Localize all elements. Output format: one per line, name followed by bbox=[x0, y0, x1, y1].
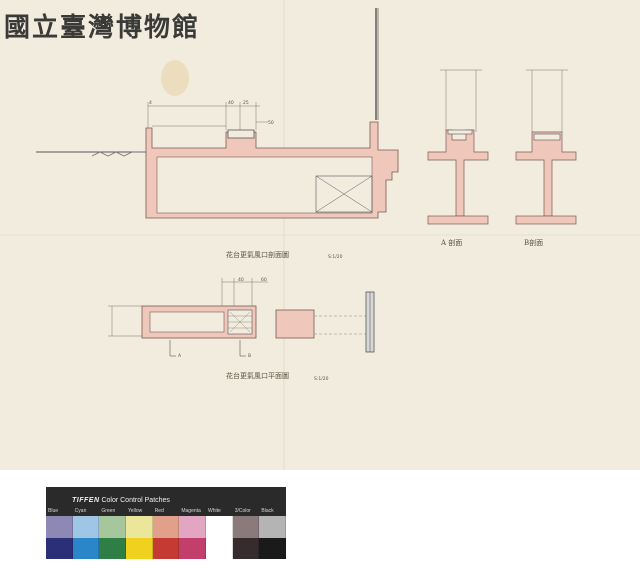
color-patch bbox=[99, 516, 126, 538]
color-patch-grid bbox=[46, 516, 286, 559]
color-patch bbox=[259, 537, 286, 559]
color-patch bbox=[232, 516, 260, 538]
patch-name-label: Cyan bbox=[74, 508, 87, 514]
section-caption: 花台更氣風口剖面圖 bbox=[226, 250, 289, 259]
paper-stain bbox=[161, 60, 189, 96]
museum-stamp: 國立臺灣博物館 bbox=[4, 12, 200, 43]
patch-name-label: White bbox=[208, 508, 221, 514]
color-patch bbox=[125, 537, 153, 559]
color-patch bbox=[125, 516, 153, 538]
plan-scale: S:1/20 bbox=[314, 376, 329, 382]
color-patch bbox=[179, 516, 206, 538]
patch-name-label: Magenta bbox=[181, 508, 201, 514]
patch-name-label: Green bbox=[101, 508, 116, 514]
patch-name-label: Red bbox=[154, 508, 164, 514]
color-patch bbox=[152, 516, 180, 538]
architectural-drawing: 國立臺灣博物館 bbox=[0, 0, 640, 470]
dimension-label: 4 bbox=[149, 100, 152, 106]
dimension-label: 25 bbox=[243, 100, 249, 106]
detail-b-label: B剖面 bbox=[524, 238, 543, 247]
detail-b-section bbox=[515, 69, 577, 225]
color-control-card: TIFFEN Color Control Patches Blue Cyan Gre… bbox=[46, 487, 286, 559]
patch-name-label: Yellow bbox=[128, 508, 143, 514]
color-patch bbox=[72, 516, 100, 538]
drawing-sheet: 國立臺灣博物館 bbox=[0, 0, 640, 470]
color-patch bbox=[99, 537, 126, 559]
section-marker-b: B bbox=[248, 353, 251, 359]
plan-view: 40 60 bbox=[108, 277, 375, 357]
patch-name-label: Black bbox=[261, 508, 274, 514]
color-patch bbox=[205, 516, 233, 538]
section-marker-a: A bbox=[178, 353, 182, 359]
color-patch bbox=[46, 537, 73, 559]
patch-name-label: Blue bbox=[48, 508, 59, 514]
dimension-label: 40 bbox=[228, 100, 234, 106]
section-view: 4 40 25 50 bbox=[36, 8, 399, 219]
plan-caption: 花台更氣風口平面圖 bbox=[226, 371, 289, 380]
color-patch bbox=[46, 516, 73, 538]
color-patch bbox=[179, 537, 206, 559]
color-patch bbox=[259, 516, 286, 538]
dimension-label: 50 bbox=[268, 120, 274, 126]
color-patch bbox=[232, 537, 260, 559]
dimension-label: 40 bbox=[238, 277, 244, 283]
detail-a-label: A 剖面 bbox=[440, 238, 462, 247]
color-patch bbox=[72, 537, 100, 559]
color-card-caption: Color Control Patches bbox=[101, 497, 170, 504]
color-patch bbox=[205, 537, 233, 559]
patch-name-label: 3/Color bbox=[234, 508, 251, 514]
color-patch bbox=[152, 537, 180, 559]
patch-name-row: Blue Cyan Green Yellow Red Magenta White 3/Colo… bbox=[46, 508, 286, 516]
color-card-brand: TIFFEN bbox=[72, 497, 100, 504]
detail-a-section bbox=[427, 69, 489, 225]
dimension-label: 60 bbox=[261, 277, 267, 283]
color-card-title: TIFFEN Color Control Patches bbox=[72, 497, 170, 504]
section-scale: S:1/20 bbox=[328, 254, 343, 260]
